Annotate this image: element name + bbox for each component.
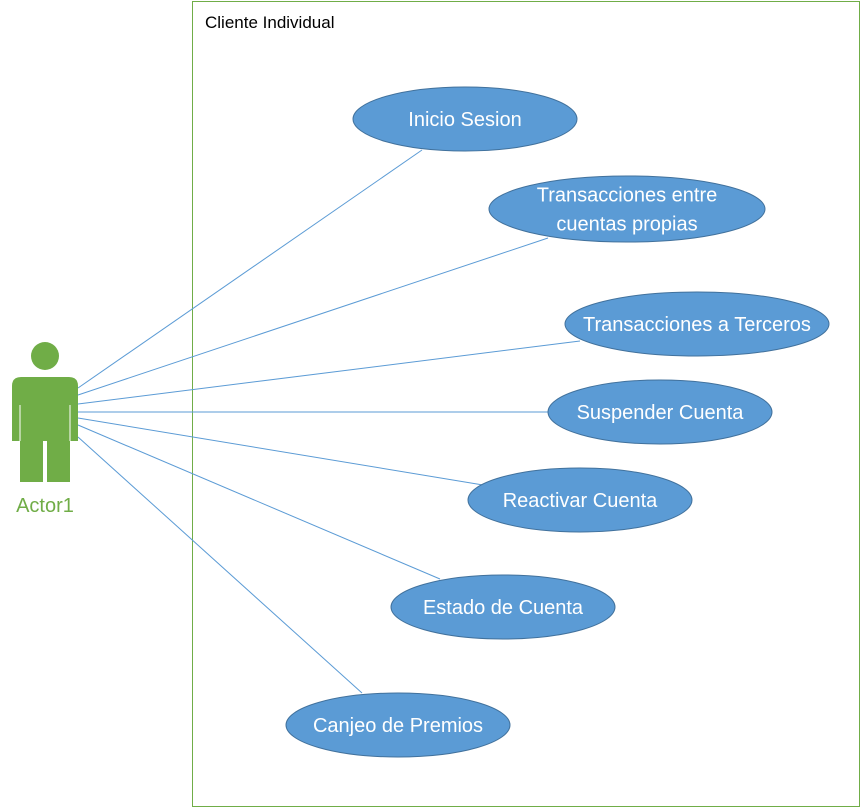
- association-line: [77, 417, 484, 486]
- association-line: [77, 340, 581, 405]
- association-lines: [77, 149, 581, 694]
- use-case-label: Suspender Cuenta: [577, 402, 745, 424]
- use-case-label: Canjeo de Premios: [313, 715, 483, 737]
- use-case[interactable]: Estado de Cuenta: [390, 574, 616, 640]
- use-case[interactable]: Canjeo de Premios: [285, 692, 511, 758]
- use-case-ellipse: [285, 692, 511, 758]
- association-line: [77, 149, 423, 389]
- use-case-ellipse: [488, 175, 766, 243]
- use-case-ellipse: [352, 86, 578, 152]
- system-boundary: [192, 1, 860, 807]
- use-case-ellipse: [390, 574, 616, 640]
- actor-head: [31, 342, 59, 370]
- use-case[interactable]: Reactivar Cuenta: [467, 467, 693, 533]
- use-case[interactable]: Transacciones entre cuentas propias: [488, 175, 766, 243]
- use-case-ellipse: [547, 379, 773, 445]
- association-line: [77, 237, 549, 396]
- association-line: [77, 424, 441, 580]
- use-case-ellipse: [467, 467, 693, 533]
- use-case[interactable]: Transacciones a Terceros: [564, 291, 830, 357]
- use-case-label: Transacciones entre: [537, 185, 717, 207]
- actor-body: [12, 377, 78, 482]
- use-case-label: Reactivar Cuenta: [503, 490, 658, 512]
- association-line: [77, 436, 363, 694]
- actor[interactable]: Actor1: [12, 342, 78, 517]
- system-title: Cliente Individual: [205, 13, 334, 32]
- use-case-label: Inicio Sesion: [408, 109, 521, 131]
- use-case-label: cuentas propias: [556, 214, 697, 236]
- actor-label: Actor1: [16, 495, 74, 517]
- use-case[interactable]: Suspender Cuenta: [547, 379, 773, 445]
- use-case-label: Estado de Cuenta: [423, 597, 584, 619]
- use-case-ellipse: [564, 291, 830, 357]
- use-case-label: Transacciones a Terceros: [583, 314, 811, 336]
- use-case[interactable]: Inicio Sesion: [352, 86, 578, 152]
